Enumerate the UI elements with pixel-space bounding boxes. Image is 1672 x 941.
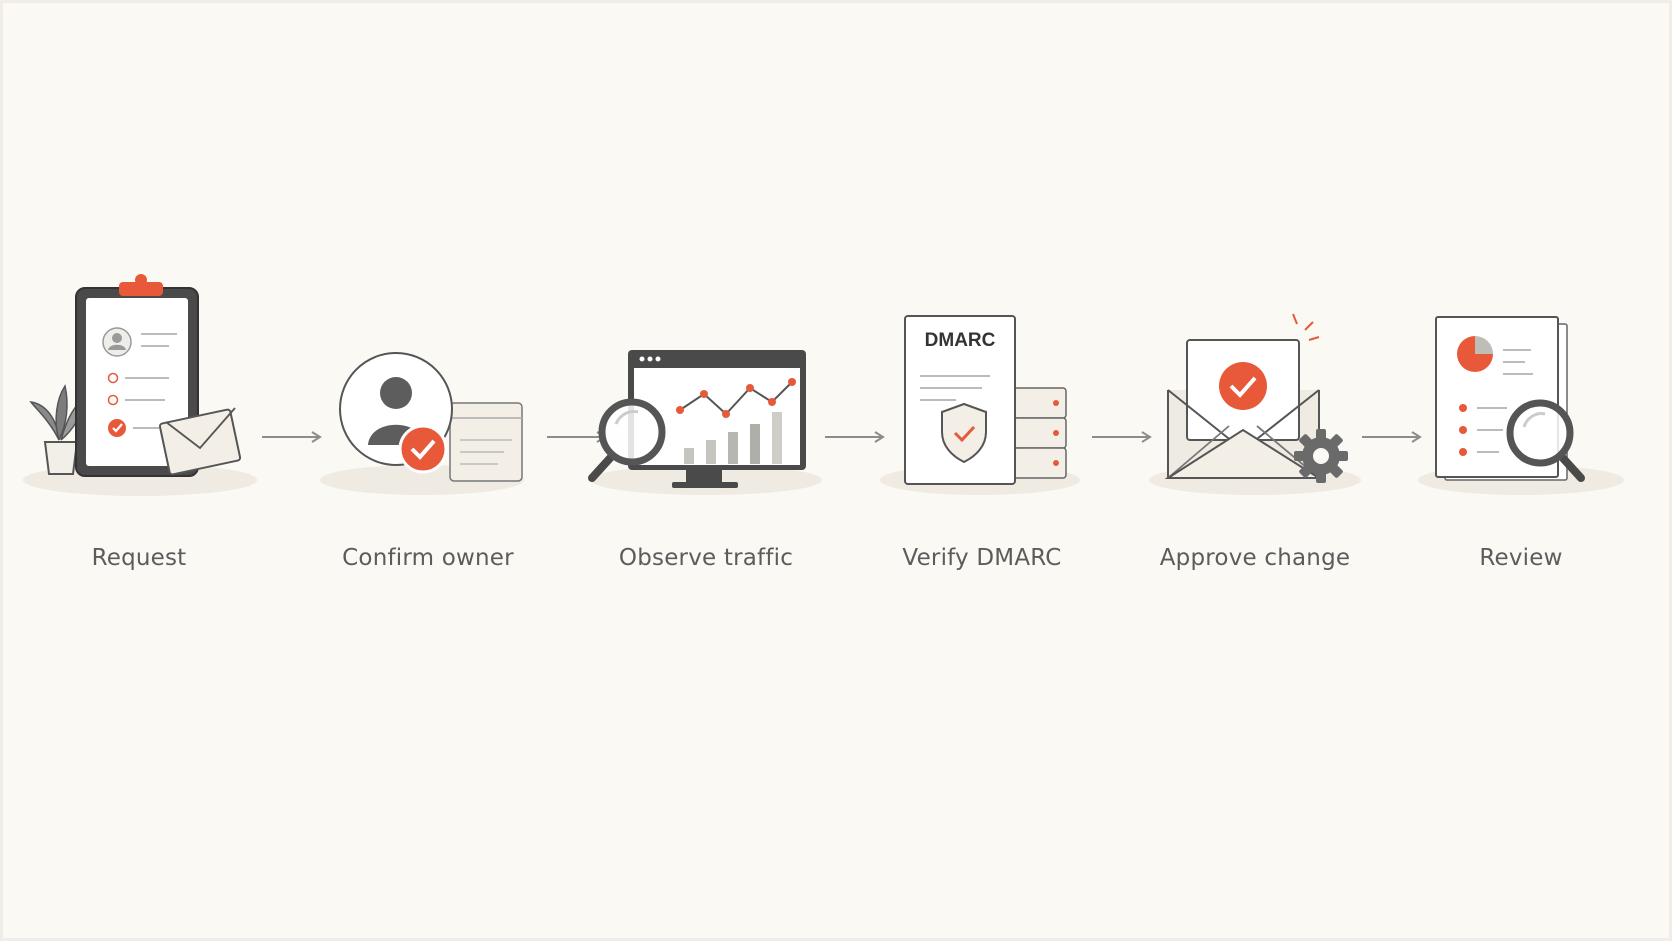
step-confirm-owner: Confirm owner (298, 290, 558, 600)
step-observe-traffic: Observe traffic (576, 290, 836, 600)
dmarc-document-server-icon (880, 315, 1080, 495)
monitor-analytics-icon (588, 350, 822, 495)
arrow-3 (823, 430, 887, 444)
step-approve-change: Approve change (1125, 290, 1385, 600)
report-magnifier-icon (1418, 316, 1624, 495)
clipboard-envelope-icon (23, 274, 257, 496)
arrow-5 (1360, 430, 1424, 444)
step-review: Review (1391, 290, 1651, 600)
step-verify-dmarc: DMARC Verify DMARC (852, 290, 1112, 600)
step-label: Approve change (1159, 545, 1351, 571)
step-label: Confirm owner (342, 545, 514, 571)
step-label: Request (91, 545, 187, 571)
arrow-1 (260, 430, 324, 444)
envelope-approval-gear-icon (1149, 313, 1361, 495)
arrow-4 (1090, 430, 1154, 444)
step-request: Request (9, 274, 269, 600)
step-label: Verify DMARC (902, 545, 1062, 571)
document-title: DMARC (924, 330, 996, 351)
step-label: Review (1479, 545, 1563, 571)
step-label: Observe traffic (618, 545, 794, 571)
user-verified-icon (320, 352, 524, 495)
